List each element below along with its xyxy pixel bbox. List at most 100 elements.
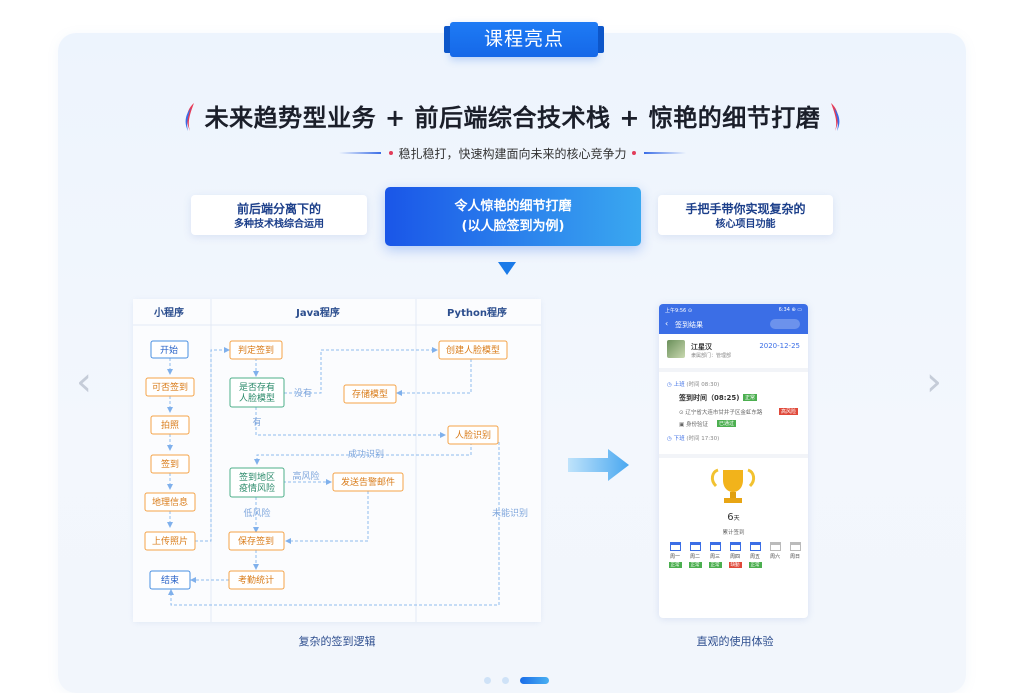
col-header-java: Java程序 xyxy=(295,306,340,319)
week-day-label: 周一 xyxy=(669,554,680,560)
week-day-6: 周六 xyxy=(765,542,785,560)
calendar-icon xyxy=(689,542,701,551)
address-row: ⊙ 辽宁省大连市甘井子区金虹东路 xyxy=(679,410,763,416)
off-duty-label: 下班 xyxy=(673,436,685,442)
edge-label-yes: 有 xyxy=(252,416,261,428)
off-duty-time: (时间 17:30) xyxy=(686,436,720,442)
on-duty-time: (时间 08:30) xyxy=(686,382,720,388)
next-arrow-icon[interactable]: › xyxy=(926,359,942,405)
phone-capsule-icon[interactable] xyxy=(770,319,800,329)
caption-left: 复杂的签到逻辑 xyxy=(298,635,376,648)
edge-label-fail: 未能识别 xyxy=(492,507,528,519)
sign-date: 2020-12-25 xyxy=(759,342,800,350)
flow-judge-sign: 判定签到 xyxy=(238,344,274,356)
calendar-icon xyxy=(749,542,761,551)
active-tab-pointer-icon xyxy=(498,262,516,275)
flow-start: 开始 xyxy=(160,344,178,356)
section-badge: 课程亮点 xyxy=(444,22,604,57)
trophy-icon xyxy=(710,468,756,503)
calendar-icon xyxy=(789,542,801,551)
phone-summary: 6天 累计签到 周一正常周二正常周三正常周四缺勤周五正常周六周日 xyxy=(659,458,808,618)
flowchart-panel: 小程序 Java程序 Python程序 开始 xyxy=(133,299,541,622)
on-duty-label: 上班 xyxy=(673,382,685,388)
calendar-icon xyxy=(709,542,721,551)
calendar-icon xyxy=(669,542,681,551)
carousel-dots xyxy=(484,670,555,689)
week-day-5: 周五正常 xyxy=(745,542,765,568)
week-day-status: 正常 xyxy=(668,562,682,568)
phone-back-icon[interactable]: ‹ xyxy=(665,319,669,328)
phone-header: 上午9:56 ⊙ 6:34 ⊕ ▭ ‹ 签到结果 xyxy=(659,304,808,334)
flow-can-sign: 可否签到 xyxy=(152,381,188,393)
phone-user-row: 江星汉 隶属部门：管理部 2020-12-25 xyxy=(659,334,808,372)
flow-create-face-model: 创建人脸模型 xyxy=(446,344,500,356)
tab-tech-stack-subtitle: 多种技术栈综合运用 xyxy=(234,219,324,230)
tab-tech-stack-title: 前后端分离下的 xyxy=(236,202,321,216)
flow-upload-photo: 上传照片 xyxy=(152,535,188,547)
phone-status-right: 6:34 ⊕ ▭ xyxy=(778,307,802,313)
tab-detail-polish[interactable]: 令人惊艳的细节打磨 (以人脸签到为例) xyxy=(385,187,641,246)
left-flame-icon xyxy=(185,103,194,131)
prev-arrow-icon[interactable]: ‹ xyxy=(76,359,92,405)
id-check-row: ▣ 身份验证 xyxy=(679,422,708,428)
edge-label-success: 成功识别 xyxy=(348,448,384,460)
week-day-label: 周五 xyxy=(749,554,760,560)
week-day-1: 周一正常 xyxy=(665,542,685,568)
id-check-label: 身份验证 xyxy=(685,422,708,428)
week-day-label: 周六 xyxy=(769,554,780,560)
on-duty-row: ◷ 上班 (时间 08:30) xyxy=(667,382,720,388)
col-header-python: Python程序 xyxy=(447,306,507,319)
week-day-4: 周四缺勤 xyxy=(725,542,745,568)
headline: 未来趋势型业务 + 前后端综合技术栈 + 惊艳的细节打磨 xyxy=(0,98,1025,133)
week-day-label: 周日 xyxy=(789,554,800,560)
flow-has-face-model: 是否存有人脸模型 xyxy=(239,381,275,404)
week-day-status: 正常 xyxy=(688,562,702,568)
week-day-status: 正常 xyxy=(748,562,762,568)
flow-face-recognition: 人脸识别 xyxy=(455,429,491,441)
risk-badge: 高风险 xyxy=(779,408,799,415)
flow-region-risk: 签到地区疫情风险 xyxy=(239,471,275,494)
week-day-label: 周二 xyxy=(689,554,700,560)
calendar-icon xyxy=(729,542,741,551)
right-flame-icon xyxy=(831,103,840,131)
flow-send-alert: 发送告警邮件 xyxy=(341,476,395,488)
id-check-badge: 已通过 xyxy=(717,420,737,427)
edge-label-high: 高风险 xyxy=(292,470,319,482)
week-day-label: 周三 xyxy=(709,554,720,560)
right-arrow-icon xyxy=(568,449,629,481)
tab-detail-polish-title: 令人惊艳的细节打磨 xyxy=(454,199,572,214)
phone-sign-detail: ◷ 上班 (时间 08:30) 签到时间（08:25) 正常 ⊙ 辽宁省大连市甘… xyxy=(659,372,808,458)
user-dept: 隶属部门：管理部 xyxy=(691,353,732,359)
flow-sign: 签到 xyxy=(161,458,179,470)
flow-geo-info: 地理信息 xyxy=(152,496,188,508)
off-duty-row: ◷ 下班 (时间 17:30) xyxy=(667,436,720,442)
user-name: 江星汉 xyxy=(691,343,712,351)
phone-mockup: 上午9:56 ⊙ 6:34 ⊕ ▭ ‹ 签到结果 江星汉 隶属部门：管理部 20… xyxy=(659,304,808,618)
week-day-label: 周四 xyxy=(729,554,740,560)
flow-attendance-stats: 考勤统计 xyxy=(238,574,274,586)
week-day-status: 正常 xyxy=(708,562,722,568)
flow-store-model: 存储模型 xyxy=(352,388,388,400)
total-days-value: 6 xyxy=(727,512,734,523)
total-days: 6天 xyxy=(659,512,808,523)
avatar xyxy=(667,340,685,358)
flow-end: 结束 xyxy=(161,574,179,586)
sign-in-flowchart: 小程序 Java程序 Python程序 开始 xyxy=(133,299,541,622)
calendar-icon xyxy=(769,542,781,551)
edge-label-no: 没有 xyxy=(294,387,312,399)
caption-right: 直观的使用体验 xyxy=(696,635,774,648)
status-badge-ok: 正常 xyxy=(743,394,758,401)
edge-label-low: 低风险 xyxy=(243,507,270,519)
headline-text: 未来趋势型业务 + 前后端综合技术栈 + 惊艳的细节打磨 xyxy=(204,104,821,132)
phone-title: 签到结果 xyxy=(675,321,703,329)
tab-tech-stack[interactable]: 前后端分离下的 多种技术栈综合运用 xyxy=(191,195,367,235)
flow-photo: 拍照 xyxy=(161,419,179,431)
address-text: 辽宁省大连市甘井子区金虹东路 xyxy=(685,410,763,416)
subline: 稳扎稳打，快速构建面向未来的核心竞争力 xyxy=(0,145,1025,162)
tab-core-features[interactable]: 手把手带你实现复杂的 核心项目功能 xyxy=(658,195,833,235)
tab-core-features-subtitle: 核心项目功能 xyxy=(715,219,776,230)
total-days-unit: 天 xyxy=(733,515,740,522)
tab-core-features-title: 手把手带你实现复杂的 xyxy=(685,202,806,216)
col-header-mini: 小程序 xyxy=(153,306,184,319)
flow-save-sign: 保存签到 xyxy=(238,535,274,547)
